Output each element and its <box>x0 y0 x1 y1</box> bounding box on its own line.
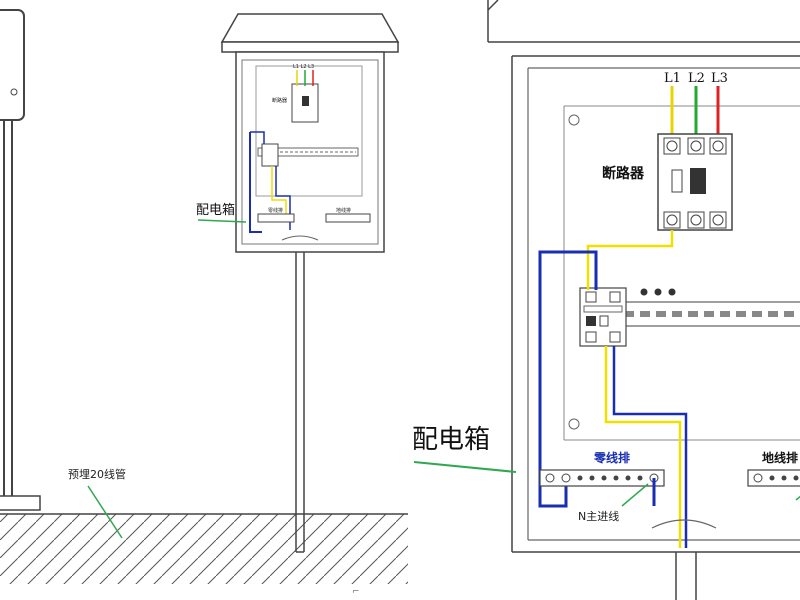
breaker-label: 断路器 <box>602 165 645 182</box>
box-label-right: 配电箱 <box>412 425 490 455</box>
ground-leader <box>795 495 800 501</box>
small-cabinet-pole <box>295 252 305 553</box>
rcd-module <box>579 287 627 347</box>
neutral-bar-label: 零线排 <box>593 450 630 465</box>
wire-neutral-loop <box>538 250 598 508</box>
box-leader-right <box>413 461 517 473</box>
large-cabinet <box>487 0 800 553</box>
main-breaker <box>657 133 733 231</box>
small-cabinet: L1 L2 L3 断路器 零线排 地线排 <box>220 13 400 253</box>
svg-text:L1 L2 L3: L1 L2 L3 <box>293 64 314 70</box>
svg-text:断路器: 断路器 <box>272 97 287 104</box>
phase-label-l3: L3 <box>711 71 728 86</box>
din-rail <box>600 288 800 327</box>
pipe-label: 预埋20线管 <box>68 467 126 481</box>
n-main-leader <box>621 483 649 507</box>
wire-phase-to-rcd <box>586 230 674 290</box>
box-leader-left <box>197 219 247 223</box>
ground-hatch <box>0 513 408 584</box>
wire-phase-out <box>604 346 682 548</box>
ground-bar <box>747 469 800 487</box>
phase-label-l2: L2 <box>688 71 705 86</box>
wire-neutral-out <box>612 346 688 548</box>
ground-bar-label: 地线排 <box>762 450 798 465</box>
cable-gland <box>651 519 717 529</box>
svg-text:零线排: 零线排 <box>268 207 283 214</box>
light-pole <box>0 9 41 511</box>
svg-text:地线排: 地线排 <box>336 207 351 214</box>
n-main-label: N主进线 <box>578 509 619 523</box>
phase-label-l1: L1 <box>664 71 681 86</box>
pipe-leader <box>87 485 123 539</box>
corner-mark: ⌐ <box>352 587 360 597</box>
neutral-bar <box>539 469 665 487</box>
box-label-left: 配电箱 <box>196 202 235 218</box>
